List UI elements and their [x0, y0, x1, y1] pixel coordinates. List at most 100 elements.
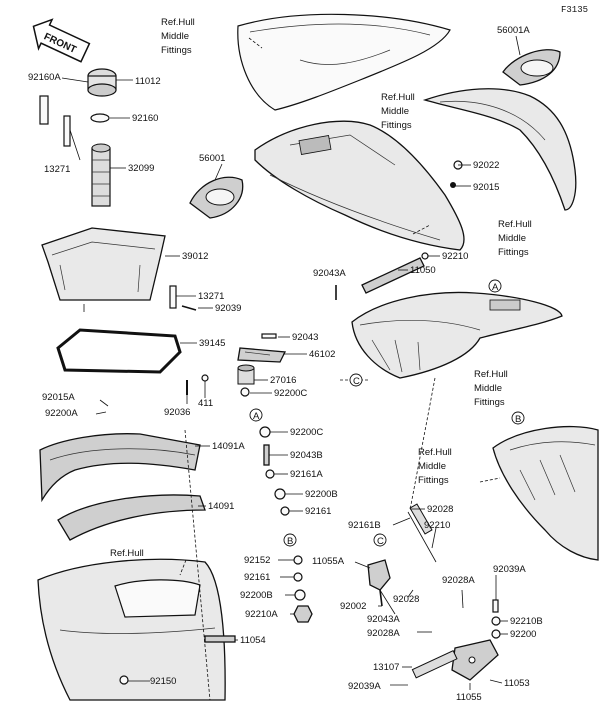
light-cover-56001a — [502, 49, 561, 86]
bracket-11054 — [204, 635, 236, 643]
figure-code: F3135 — [561, 5, 588, 15]
collar-92152 — [293, 555, 303, 565]
washer-92200b-b — [294, 589, 306, 601]
label-13107: 13107 — [373, 662, 399, 673]
label-92161a: 92161A — [290, 469, 323, 480]
label-92022: 92022 — [473, 160, 499, 171]
breather-32099 — [91, 143, 111, 207]
label-92039a-b: 92039A — [348, 681, 381, 692]
knob-27016 — [237, 364, 255, 385]
label-92028a-a: 92028A — [442, 575, 475, 586]
callout-c-upper: C — [349, 373, 363, 387]
label-92200c-b: 92200C — [290, 427, 323, 438]
label-11053: 11053 — [504, 678, 530, 689]
label-92043: 92043 — [292, 332, 318, 343]
label-92028-a: 92028 — [427, 504, 453, 515]
callout-a-lower: A — [249, 408, 263, 422]
label-92161b: 92161B — [348, 520, 381, 531]
label-92043a-bot: 92043A — [367, 614, 400, 625]
label-11012: 11012 — [135, 76, 161, 87]
collar-92161-b — [293, 572, 303, 582]
svg-text:B: B — [287, 536, 293, 547]
svg-text:B: B — [515, 414, 521, 425]
rail-11050 — [361, 257, 425, 294]
fuel-cap-11012 — [87, 68, 117, 97]
label-92160a: 92160A — [28, 72, 61, 83]
bolt-92002 — [379, 589, 383, 607]
label-92210-top: 92210 — [442, 251, 468, 262]
washer-92200c-a — [240, 387, 250, 397]
collar-92161-a — [280, 506, 290, 516]
strap-13271-mid — [169, 285, 177, 309]
callout-b-lower: B — [283, 533, 297, 547]
label-92002: 92002 — [340, 601, 366, 612]
label-92200b-b: 92200B — [240, 590, 273, 601]
label-92043a-top: 92043A — [313, 268, 346, 279]
label-92200b-a: 92200B — [305, 489, 338, 500]
latch-46102 — [237, 347, 287, 363]
label-92152: 92152 — [244, 555, 270, 566]
label-92200: 92200 — [510, 629, 536, 640]
label-92161-a: 92161 — [305, 506, 331, 517]
gas-spring — [407, 503, 437, 563]
nut-92210a — [293, 605, 313, 623]
label-32099: 32099 — [128, 163, 154, 174]
clip-92015 — [450, 182, 456, 188]
label-39012: 39012 — [182, 251, 208, 262]
label-411: 411 — [198, 398, 213, 409]
label-13271-mid: 13271 — [198, 291, 224, 302]
collar-92161a — [265, 469, 275, 479]
washer-92200b-a — [274, 488, 286, 500]
svg-text:C: C — [377, 536, 384, 547]
callout-a-upper: A — [488, 279, 502, 293]
label-92200c-a: 92200C — [274, 388, 307, 399]
label-92210a: 92210A — [245, 609, 278, 620]
label-92200a: 92200A — [45, 408, 78, 419]
label-92043b: 92043B — [290, 450, 323, 461]
svg-text:A: A — [492, 282, 499, 293]
gasket-39145 — [56, 328, 182, 374]
part-labels: 92160A 11012 92160 13271 32099 56001 560… — [28, 25, 543, 703]
storage-box-39012 — [41, 227, 166, 301]
washer-411 — [201, 374, 209, 382]
strap-13271-top — [63, 115, 71, 147]
label-13271-top: 13271 — [44, 164, 70, 175]
hinge-11055 — [451, 639, 499, 681]
hull-middle — [351, 291, 563, 379]
label-46102: 46102 — [309, 349, 335, 360]
screw-92039 — [181, 305, 197, 311]
front-hull — [37, 558, 226, 701]
nut-92210b — [491, 616, 501, 626]
label-92015a: 92015A — [42, 392, 75, 403]
label-11050: 11050 — [410, 265, 436, 276]
label-92036: 92036 — [164, 407, 190, 418]
front-arrow-icon: FRONT — [32, 18, 91, 63]
label-92160: 92160 — [132, 113, 158, 124]
label-92015: 92015 — [473, 182, 499, 193]
note-hull-bottom-left: Ref.Hull — [110, 548, 144, 559]
washer-92160 — [90, 113, 110, 123]
label-92039: 92039 — [215, 303, 241, 314]
label-92028-b: 92028 — [393, 594, 419, 605]
seat-top-hull — [237, 13, 451, 111]
label-14091a: 14091A — [212, 441, 245, 452]
nut-92210-top — [421, 252, 429, 260]
washer-92200 — [491, 629, 501, 639]
pin-13107 — [411, 649, 458, 679]
callout-b-upper: B — [511, 411, 525, 425]
washer-92200c-b — [259, 426, 271, 438]
label-92210b: 92210B — [510, 616, 543, 627]
label-92039a-a: 92039A — [493, 564, 526, 575]
svg-text:C: C — [353, 376, 360, 387]
label-56001: 56001 — [199, 153, 225, 164]
callout-c-lower: C — [373, 533, 387, 547]
svg-text:A: A — [253, 411, 260, 422]
label-39145: 39145 — [199, 338, 225, 349]
bracket-92160a — [39, 95, 49, 125]
trim-14091a — [39, 433, 201, 503]
hinge-11055a — [367, 559, 391, 591]
